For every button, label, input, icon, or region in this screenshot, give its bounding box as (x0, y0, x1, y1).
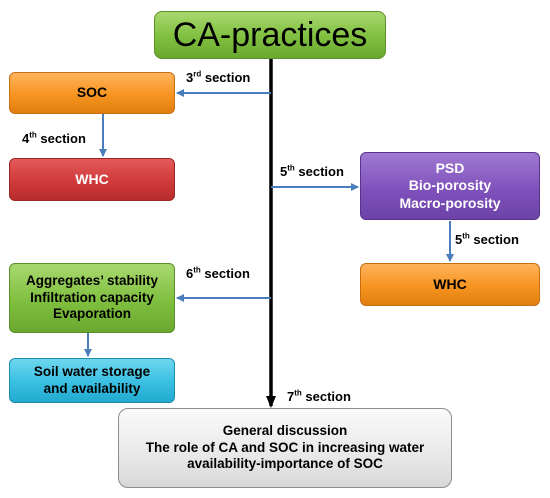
whc-right-label: WHC (433, 275, 467, 292)
soil-water-box: Soil water storage and availability (9, 358, 175, 403)
soil-water-line-1: Soil water storage (33, 363, 151, 379)
title-box: CA-practices (154, 11, 386, 59)
psd-line-2: Bio-porosity (408, 177, 492, 194)
aggregates-line-2: Infiltration capacity (30, 289, 154, 305)
aggregates-line-1: Aggregates’ stability (25, 272, 159, 288)
psd-box: PSD Bio-porosity Macro-porosity (360, 152, 540, 220)
title-text: CA-practices (172, 15, 368, 54)
section-4-label: 4th section (22, 130, 86, 146)
discussion-box: General discussion The role of CA and SO… (118, 408, 452, 488)
soc-label: SOC (76, 84, 108, 101)
discussion-line-2: The role of CA and SOC in increasing wat… (145, 439, 425, 455)
aggregates-box: Aggregates’ stability Infiltration capac… (9, 263, 175, 333)
aggregates-line-3: Evaporation (52, 306, 131, 322)
discussion-line-3: availability-importance of SOC (187, 456, 383, 472)
section-5-label-a: 5th section (280, 163, 344, 179)
whc-left-box: WHC (9, 158, 175, 201)
whc-right-box: WHC (360, 263, 540, 306)
section-5-label-b: 5th section (455, 231, 519, 247)
section-7-label: 7th section (287, 388, 351, 404)
psd-line-1: PSD (435, 159, 465, 176)
discussion-line-1: General discussion (222, 422, 348, 438)
psd-line-3: Macro-porosity (399, 194, 501, 211)
section-6-label: 6th section (186, 265, 250, 281)
soc-box: SOC (9, 72, 175, 114)
section-3-label: 3rd section (186, 69, 251, 85)
whc-left-label: WHC (75, 170, 109, 187)
soil-water-line-2: and availability (43, 380, 141, 396)
